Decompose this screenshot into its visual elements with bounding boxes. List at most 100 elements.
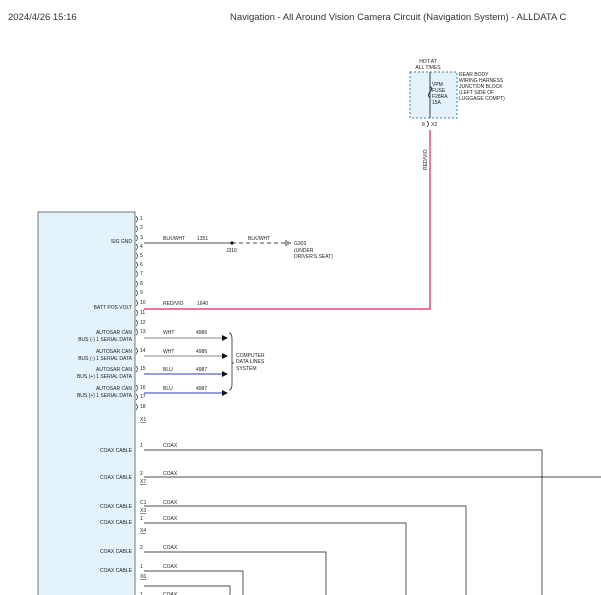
gnd-wire1-circuit: 1351 [197, 236, 208, 242]
pin-7: 7 [140, 271, 143, 277]
coax-pin-5: 2 [140, 545, 143, 551]
pin-16: 16 [140, 385, 146, 391]
can13-label-b: BUS (-) 1 SERIAL DATA [78, 337, 132, 343]
pin-14: 14 [140, 348, 146, 354]
module-signal-labels: SIG GND BATT POS VOLT AUTOSAR CAN BUS (-… [77, 239, 133, 399]
junction-desc-2: WIRING HARNESS [459, 78, 504, 84]
pin-9: 9 [140, 290, 143, 296]
pin-6: 6 [140, 262, 143, 268]
coax-label-4: COAX CABLE [100, 520, 133, 526]
w13-color: WHT [163, 330, 174, 336]
hot-at-label: HOT AT [419, 59, 437, 65]
pin-5: 5 [140, 253, 143, 259]
w13-circuit: 4986 [196, 330, 207, 336]
fuse-symbol-icon [428, 85, 432, 99]
pin-11: 11 [140, 310, 145, 316]
coax-label-3: COAX CABLE [100, 504, 133, 510]
pin-12: 12 [140, 320, 146, 326]
data-dest-3: SYSTEM [236, 366, 257, 372]
can13-label-a: AUTOSAR CAN [96, 330, 132, 336]
junction-block [409, 71, 458, 119]
navigation-module [37, 211, 136, 595]
coax-pin-3: C1 [140, 500, 147, 506]
ground-symbol-icon [285, 240, 291, 246]
w14-circuit: 4986 [196, 349, 207, 355]
coax-conn-3: X3 [140, 508, 146, 514]
data-dest-2: DATA LINES [236, 359, 265, 365]
coax-conn-6: X6 [140, 574, 146, 580]
gnd-wire1-color: BLK/WHT [163, 236, 185, 242]
w16-circuit: 4987 [196, 386, 207, 392]
w15-circuit: 4987 [196, 367, 207, 373]
bracket-icon [228, 332, 234, 391]
coax-conn-4: X4 [140, 528, 146, 534]
coax-wire-3: COAX [163, 500, 178, 506]
pin-2: 2 [140, 225, 143, 231]
riser-wire-label: RED/VIO [423, 149, 429, 170]
document-title: Navigation - All Around Vision Camera Ci… [230, 12, 567, 23]
coax-pin-6: 1 [140, 564, 143, 570]
pin-15: 15 [140, 366, 146, 372]
batt-feed-wire [144, 130, 431, 310]
junction-desc-5: LUGGAGE COMPT) [459, 96, 505, 102]
fuse-label-vpm: VPM [432, 82, 443, 88]
data-dest-1: COMPUTER [236, 353, 265, 359]
pin-10: 10 [140, 300, 146, 306]
connector-cavity-icons [135, 215, 138, 411]
fuse-pin: 8 [422, 122, 425, 128]
pin-8: 8 [140, 281, 143, 287]
all-times-label: ALL TIMES [415, 65, 441, 71]
pin-17: 17 [140, 394, 146, 400]
print-timestamp: 2024/4/26 15:16 [8, 12, 77, 23]
coax-wire-2: COAX [163, 471, 178, 477]
coax-section: COAX CABLE 1 COAX COAX CABLE 2 X7 COAX C… [100, 443, 601, 595]
coax-pin-1: 1 [140, 443, 143, 449]
ground-id: G303 [294, 241, 306, 247]
pin-4: 4 [140, 244, 143, 250]
arrow-icons [222, 335, 228, 396]
coax-pin-7: 1 [140, 592, 143, 595]
batt-wire-circuit: 1640 [197, 301, 208, 307]
fuse-label-id: F28RA [432, 94, 448, 100]
can14-label-a: AUTOSAR CAN [96, 349, 132, 355]
can14-label-b: BUS (-) 1 SERIAL DATA [78, 356, 132, 362]
w16-color: BLU [163, 386, 173, 392]
coax-line-1 [144, 449, 543, 595]
w14-color: WHT [163, 349, 174, 355]
pin-13: 13 [140, 329, 146, 335]
coax-label-6: COAX CABLE [100, 568, 133, 574]
ground-loc-1: (UNDER [294, 248, 314, 254]
coax-label-1: COAX CABLE [100, 448, 133, 454]
coax-line-5 [144, 551, 327, 595]
pin-1: 1 [140, 216, 143, 222]
junction-desc-1: REAR BODY [459, 72, 489, 78]
junction-desc-3: JUNCTION BLOCK [459, 84, 503, 90]
coax-label-2: COAX CABLE [100, 475, 133, 481]
sig-gnd-label: SIG GND [111, 239, 133, 245]
coax-wire-4: COAX [163, 516, 178, 522]
fuse-label-fuse: FUSE [432, 88, 446, 94]
coax-pin-2: 2 [140, 471, 143, 477]
coax-wire-5: COAX [163, 545, 178, 551]
conn-x1: X1 [140, 417, 146, 423]
junction-desc-4: (LEFT SIDE OF [459, 90, 494, 96]
fuse-connector-icon [426, 120, 429, 128]
can15-label-a: AUTOSAR CAN [96, 367, 132, 373]
coax-line-7 [144, 585, 231, 595]
coax-line-4 [144, 522, 407, 595]
coax-line-6 [144, 570, 244, 595]
batt-wire-color: RED/VIO [163, 301, 184, 307]
coax-wire-6: COAX [163, 564, 178, 570]
fuse-conn: X2 [431, 122, 437, 128]
fuse-label-rating: 15A [432, 100, 442, 106]
coax-wire-1: COAX [163, 443, 178, 449]
coax-conn-2: X7 [140, 479, 146, 485]
coax-wire-7: COAX [163, 592, 178, 595]
coax-pin-4: 1 [140, 516, 143, 522]
splice-id: J310 [226, 248, 237, 254]
coax-line-3 [144, 505, 467, 595]
coax-label-5: COAX CABLE [100, 549, 133, 555]
can16-label-b: BUS (+) 1 SERIAL DATA [77, 393, 133, 399]
can16-label-a: AUTOSAR CAN [96, 386, 132, 392]
